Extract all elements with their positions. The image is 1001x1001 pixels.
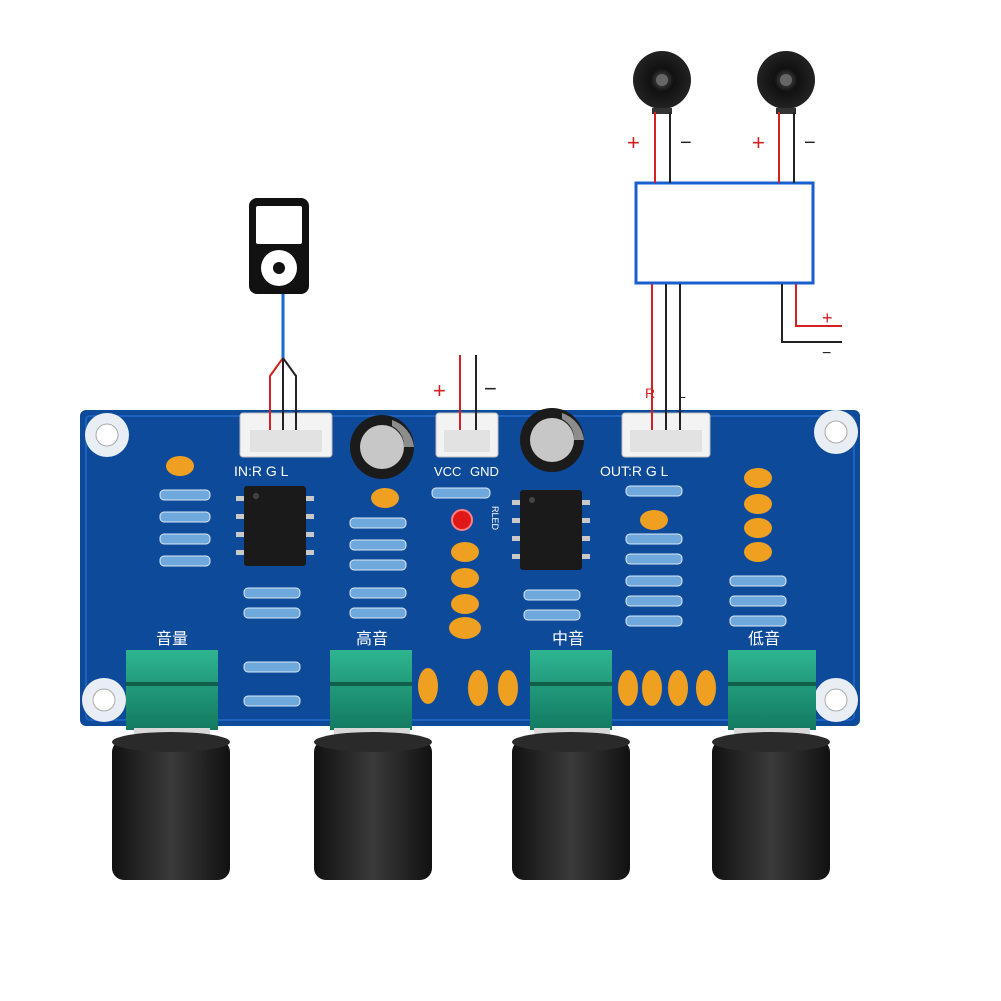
volume-knob[interactable]	[112, 650, 230, 880]
bass-label: 低音	[748, 630, 780, 648]
mid-knob[interactable]	[512, 650, 630, 880]
opamp-ic-right	[512, 490, 590, 570]
mid-label: 中音	[552, 630, 584, 648]
power-connector	[435, 412, 499, 458]
left-speaker-plus-label: +	[627, 130, 640, 155]
power-plus-label: +	[433, 378, 446, 403]
speaker-icon	[757, 51, 815, 114]
vcc-label: VCC	[434, 464, 461, 479]
right-speaker-minus-label: −	[804, 132, 816, 154]
right-speaker-wires	[778, 112, 795, 183]
electrolytic-capacitor-left	[350, 415, 414, 479]
left-speaker-wires	[654, 112, 671, 183]
led-label: RLED	[490, 506, 500, 531]
out-r-label: R	[645, 385, 655, 401]
opamp-ic-left	[236, 486, 314, 566]
power-wires	[459, 355, 477, 430]
out-l-label: L	[678, 385, 686, 401]
amp-power-wires	[781, 284, 842, 343]
right-speaker-plus-label: +	[752, 130, 765, 155]
resistors	[159, 485, 787, 707]
bass-knob[interactable]	[712, 650, 830, 880]
amp-power-minus-label: −	[822, 345, 831, 362]
gnd-label: GND	[470, 464, 499, 479]
electrolytic-capacitor-right	[520, 408, 584, 472]
treble-label: 高音	[356, 630, 388, 648]
power-minus-label: −	[484, 376, 497, 401]
ceramic-capacitors	[166, 456, 772, 706]
led-indicator	[451, 509, 473, 531]
volume-label: 音量	[156, 630, 188, 648]
output-wires	[651, 284, 681, 430]
mp3-player-icon	[249, 198, 309, 294]
input-wire	[269, 294, 297, 430]
output-label: OUT:R G L	[600, 463, 669, 479]
left-speaker-minus-label: −	[680, 132, 692, 154]
input-connector	[239, 412, 333, 458]
amplifier-box	[634, 181, 815, 285]
speaker-icon	[633, 51, 691, 114]
mounting-holes	[82, 410, 858, 722]
input-label: IN:R G L	[234, 463, 289, 479]
amp-power-plus-label: +	[822, 308, 833, 328]
treble-knob[interactable]	[314, 650, 432, 880]
